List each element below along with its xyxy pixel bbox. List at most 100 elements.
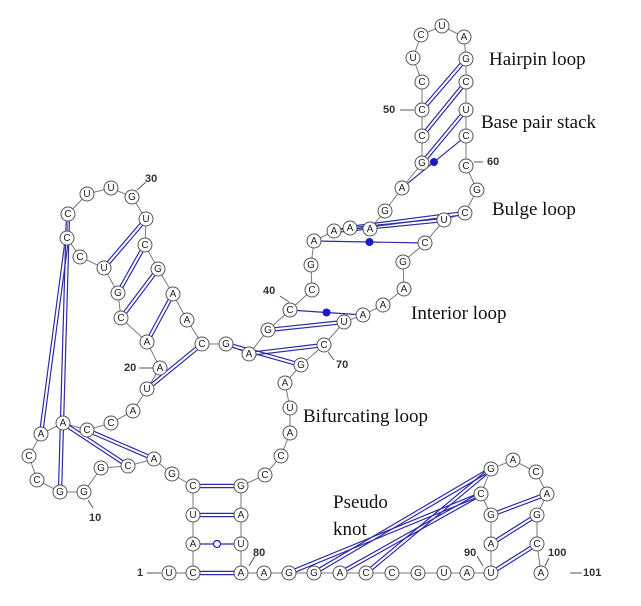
base-pair-4-79 (200, 512, 234, 518)
nucleotide-71: C (316, 337, 332, 353)
base-pair-86-95 (369, 471, 488, 571)
nucleotide-letter: A (337, 568, 344, 579)
nucleotide-52: C (414, 74, 430, 90)
nucleotide-letter: A (367, 224, 374, 235)
nucleotide-97: C (528, 464, 544, 480)
nucleotide-99: G (529, 507, 545, 523)
nucleotide-letter: G (154, 264, 162, 275)
base-pairs (39, 62, 542, 576)
nucleotide-letter: G (114, 288, 122, 299)
nucleotide-33: G (150, 261, 166, 277)
nucleotide-letter: U (440, 215, 447, 226)
nucleotide-2: C (185, 565, 201, 581)
nucleotide-letter: C (418, 105, 425, 116)
nucleotide-49: G (414, 155, 430, 171)
nucleotide-letter: G (487, 464, 495, 475)
nucleotide-letter: C (462, 131, 469, 142)
nucleotide-26: C (59, 230, 75, 246)
nucleotide-20: A (152, 360, 168, 376)
nucleotide-letter: A (401, 284, 408, 295)
nucleotide-68: A (375, 297, 391, 313)
nucleotide-letter: A (399, 183, 406, 194)
nucleotide-50: C (414, 128, 430, 144)
base-pair-93-98 (496, 494, 542, 515)
base-pair-48-60 (407, 139, 461, 185)
nucleotide-28: U (79, 186, 95, 202)
nucleotide-letter: C (189, 568, 196, 579)
nucleotide-37: G (218, 336, 234, 352)
nucleotide-letter: C (421, 238, 428, 249)
nucleotide-54: C (413, 27, 429, 43)
nucleotide-letter: C (261, 470, 268, 481)
nucleotide-64: U (436, 212, 452, 228)
nucleotide-6: G (164, 466, 180, 482)
nucleotide-76: C (273, 448, 289, 464)
nucleotide-5: C (185, 478, 201, 494)
nucleotide-letter: A (60, 418, 67, 429)
nucleotide-letter: C (198, 339, 205, 350)
nucleotide-48: A (394, 180, 410, 196)
nucleotide-94: C (473, 486, 489, 502)
nucleotide-42: G (303, 257, 319, 273)
nucleotide-65: C (417, 235, 433, 251)
nucleotide-letter: G (310, 568, 318, 579)
nucleotide-23: G (110, 285, 126, 301)
nucleotide-3: A (185, 536, 201, 552)
nucleotide-letter: C (189, 481, 196, 492)
nucleotide-15: A (55, 415, 71, 431)
nucleotide-89: U (436, 565, 452, 581)
nucleotide-letter: C (117, 313, 124, 324)
nucleotide-27: C (60, 206, 76, 222)
nucleotide-16: C (79, 422, 95, 438)
nucleotide-letter: U (165, 568, 172, 579)
base-pair-91-100 (495, 545, 533, 572)
nucleotide-60: C (458, 128, 474, 144)
nucleotide-letter: C (362, 568, 369, 579)
nucleotide-57: G (458, 51, 474, 67)
nucleotide-100: C (529, 536, 545, 552)
nucleotide-84: G (306, 565, 322, 581)
nucleotide-letter: A (464, 568, 471, 579)
nucleotide-letter: C (83, 425, 90, 436)
nucleotide-51: C (414, 102, 430, 118)
nucleotide-letter: C (533, 539, 540, 550)
nucleotide-letter: C (320, 340, 327, 351)
nucleotide-letter: G (97, 463, 105, 474)
nucleotide-11: G (52, 484, 68, 500)
nucleotide-letter: C (418, 77, 425, 88)
label-interior-loop: Interior loop (411, 303, 507, 324)
nucleotide-letter: A (461, 32, 468, 43)
base-pair-49-59 (424, 113, 464, 160)
nucleotide-letter: C (64, 209, 71, 220)
position-label-50: 50 (383, 104, 395, 116)
nucleotide-44: A (326, 223, 342, 239)
nucleotide-letter: C (308, 285, 315, 296)
nucleotide-letter: C (477, 489, 484, 500)
nucleotide-letter: A (238, 568, 245, 579)
nucleotide-47: G (377, 203, 393, 219)
nucleotide-letter: C (124, 461, 131, 472)
base-pair-21-34 (148, 299, 172, 337)
position-label-70: 70 (336, 359, 348, 371)
base-pair-84-95 (318, 470, 487, 572)
nucleotide-letter: G (285, 568, 293, 579)
nucleotide-letter: C (63, 233, 70, 244)
nucleotide-66: G (395, 254, 411, 270)
nucleotide-letter: C (461, 208, 468, 219)
base-pair-2-81 (200, 570, 234, 576)
nucleotide-92: A (483, 536, 499, 552)
nucleotide-91: U (483, 565, 499, 581)
nucleotide-40: C (282, 302, 298, 318)
nucleotide-letter: A (287, 428, 294, 439)
nucleotide-29: U (103, 180, 119, 196)
nucleotide-77: C (257, 467, 273, 483)
nucleotide-letter: C (532, 467, 539, 478)
base-pair-39-70 (274, 320, 338, 332)
nucleotide-45: A (342, 220, 358, 236)
nucleotide-35: A (179, 312, 195, 328)
gu-pair-open-dot (212, 539, 222, 549)
nucleotide-73: A (277, 375, 293, 391)
nucleotide-31: U (138, 211, 154, 227)
nucleotide-letter: G (418, 158, 426, 169)
